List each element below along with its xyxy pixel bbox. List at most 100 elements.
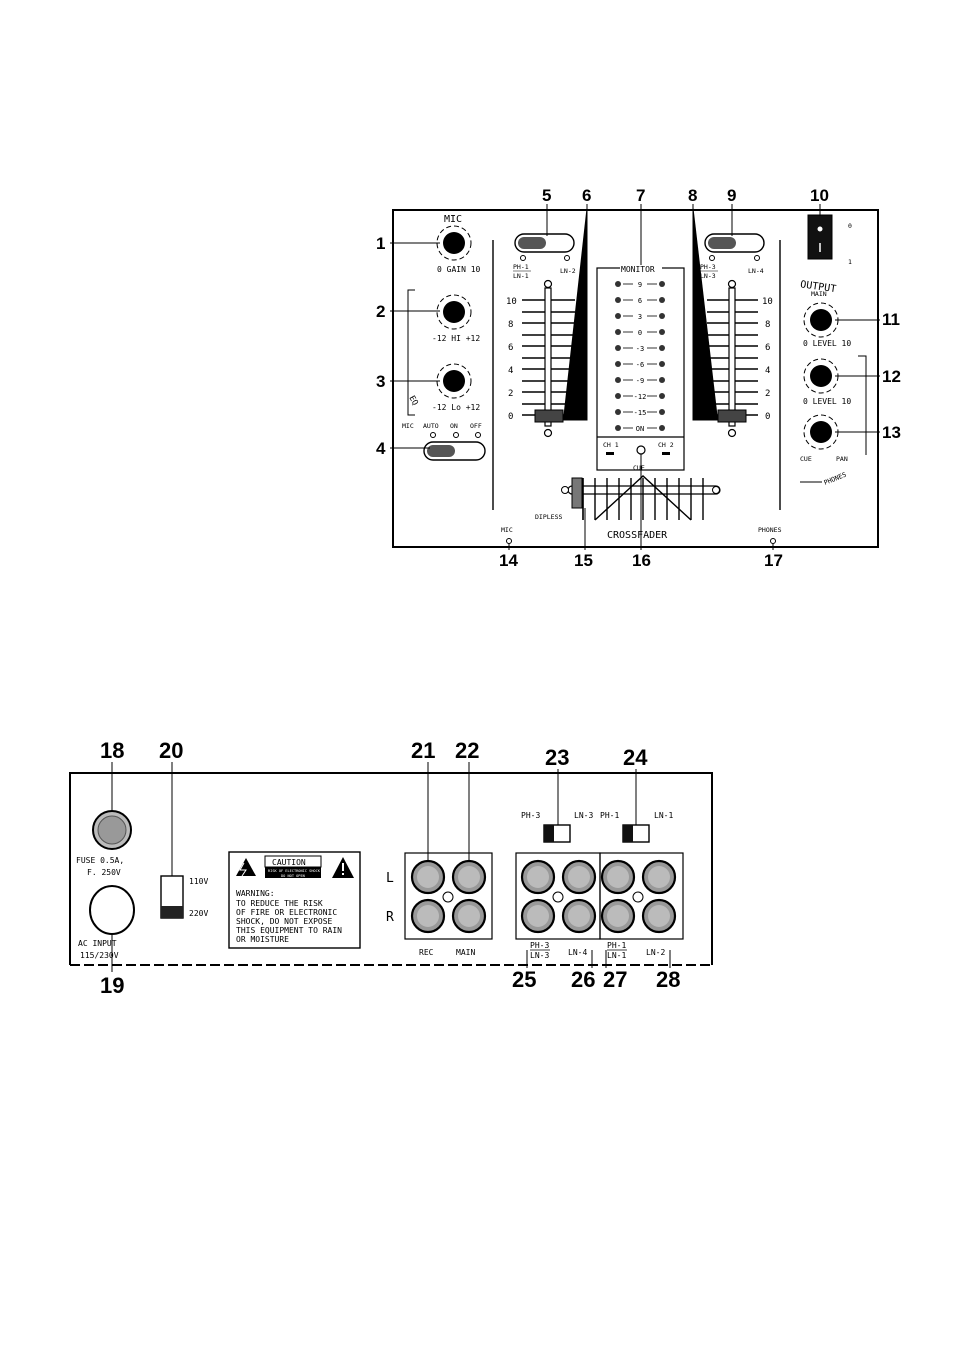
phones-jack[interactable] [770, 538, 776, 544]
front-callout-lines [390, 204, 880, 550]
svg-text:4: 4 [765, 366, 770, 376]
rec-label: REC [419, 948, 434, 957]
svg-text:WARNING:: WARNING: [236, 889, 275, 898]
main-level-knob[interactable] [803, 302, 839, 338]
svg-text:MIC: MIC [402, 422, 414, 430]
svg-text:220V: 220V [189, 909, 208, 918]
svg-text:OFF: OFF [470, 422, 482, 430]
svg-text:RISK OF ELECTRONIC SHOCK: RISK OF ELECTRONIC SHOCK [268, 869, 321, 873]
svg-text:-3: -3 [636, 345, 644, 353]
svg-text:PH-3: PH-3 [530, 941, 549, 950]
svg-text:TO REDUCE THE RISK: TO REDUCE THE RISK [236, 899, 323, 908]
svg-text:LN-2: LN-2 [560, 267, 576, 275]
cue-label: CUE [633, 464, 645, 472]
right-fader-scale: 10 8 6 4 2 0 [762, 297, 773, 422]
caution-warning-label: CAUTION RISK OF ELECTRONIC SHOCK DO NOT … [228, 851, 361, 949]
svg-text:LN-3: LN-3 [700, 272, 716, 280]
right-fader-knob[interactable] [717, 409, 747, 423]
rca-jack-group-rec-main[interactable] [410, 859, 487, 934]
svg-text:SHOCK, DO NOT EXPOSE: SHOCK, DO NOT EXPOSE [236, 917, 333, 926]
svg-text:28: 28 [656, 967, 680, 992]
svg-text:10: 10 [506, 297, 517, 307]
crossfader-label: CROSSFADER [607, 530, 668, 541]
svg-text:8: 8 [688, 186, 697, 205]
svg-text:PAN: PAN [836, 455, 848, 463]
phones-label: PHONES [823, 471, 848, 487]
mic-gain-knob[interactable] [436, 225, 472, 261]
svg-text:21: 21 [411, 738, 435, 763]
fuse-holder[interactable] [92, 810, 132, 850]
monitor-title: MONITOR [621, 265, 655, 274]
svg-text:14: 14 [499, 551, 518, 570]
svg-text:110V: 110V [189, 877, 208, 886]
svg-text:L: L [386, 871, 394, 886]
svg-text:-12: -12 [634, 393, 647, 401]
svg-text:-15: -15 [634, 409, 647, 417]
svg-text:0: 0 [508, 412, 513, 422]
cue-button[interactable] [636, 445, 646, 455]
rca-jack-group-ph1-ln2[interactable] [600, 859, 677, 934]
left-fader-scale: 10 8 6 4 2 0 [506, 297, 517, 422]
eq-hi-knob[interactable] [436, 294, 472, 330]
cue-pan-knob[interactable] [803, 414, 839, 450]
eq-lo-label: -12 Lo +12 [432, 403, 480, 412]
left-input-selector[interactable] [514, 233, 575, 253]
svg-text:13: 13 [882, 423, 901, 442]
rear-panel: FUSE 0.5A, F. 250V AC INPUT 115/230V 110… [69, 772, 713, 966]
svg-text:LN-3: LN-3 [530, 951, 549, 960]
svg-text:10: 10 [810, 186, 829, 205]
svg-text:2: 2 [376, 302, 385, 321]
svg-text:LN-1: LN-1 [607, 951, 626, 960]
svg-text:CAUTION: CAUTION [272, 858, 306, 867]
ac-input-socket[interactable] [89, 885, 135, 935]
crossfader-knob[interactable] [571, 477, 583, 509]
svg-text:THIS EQUIPMENT TO RAIN: THIS EQUIPMENT TO RAIN [236, 926, 342, 935]
svg-text:6: 6 [765, 343, 770, 353]
mic-mode-switch[interactable] [423, 441, 486, 461]
right-input-selector[interactable] [704, 233, 765, 253]
ph3-ln3-switch[interactable] [543, 824, 571, 843]
phones-level-knob[interactable] [803, 358, 839, 394]
ln2-label: LN-2 [646, 948, 665, 957]
power-switch[interactable] [807, 214, 833, 260]
rear-callouts: 18 20 21 22 23 24 19 25 26 27 28 [100, 738, 680, 998]
mic-jack-label: MIC [501, 526, 513, 534]
lightning-warning-icon [236, 858, 256, 876]
main-level-label: 0 LEVEL 10 [803, 339, 851, 348]
svg-text:18: 18 [100, 738, 124, 763]
svg-text:AC INPUT: AC INPUT [78, 939, 117, 948]
svg-text:8: 8 [508, 320, 513, 330]
eq-hi-label: -12 HI +12 [432, 334, 480, 343]
svg-text:0: 0 [848, 222, 852, 230]
svg-text:115/230V: 115/230V [80, 951, 119, 960]
left-fader-knob[interactable] [534, 409, 564, 423]
svg-text:PH-1: PH-1 [607, 941, 626, 950]
svg-text:15: 15 [574, 551, 593, 570]
rear-callout-lines [111, 762, 671, 972]
phones-level-label: 0 LEVEL 10 [803, 397, 851, 406]
svg-text:25: 25 [512, 967, 536, 992]
svg-text:17: 17 [764, 551, 783, 570]
ph1-ln1-switch[interactable] [622, 824, 650, 843]
eq-lo-knob[interactable] [436, 363, 472, 399]
mic-jack[interactable] [506, 538, 512, 544]
svg-text:PH-1: PH-1 [513, 263, 529, 271]
rca-jack-group-ph3-ln4[interactable] [520, 859, 597, 934]
svg-text:PH-1: PH-1 [600, 811, 619, 820]
svg-text:20: 20 [159, 738, 183, 763]
front-panel: MIC 0 GAIN 10 -12 HI +12 -12 Lo +12 EQ M… [392, 209, 879, 548]
svg-text:F. 250V: F. 250V [87, 868, 121, 877]
svg-text:22: 22 [455, 738, 479, 763]
svg-text:CUE: CUE [800, 455, 812, 463]
svg-text:24: 24 [623, 745, 648, 770]
ch1-label: CH 1 [603, 441, 619, 449]
svg-text:0: 0 [765, 412, 770, 422]
eq-label: EQ [407, 394, 420, 407]
svg-text:19: 19 [100, 973, 124, 998]
svg-text:ON: ON [636, 425, 644, 433]
svg-text:26: 26 [571, 967, 595, 992]
ch2-label: CH 2 [658, 441, 674, 449]
svg-text:2: 2 [508, 389, 513, 399]
voltage-selector-switch[interactable] [160, 875, 184, 919]
